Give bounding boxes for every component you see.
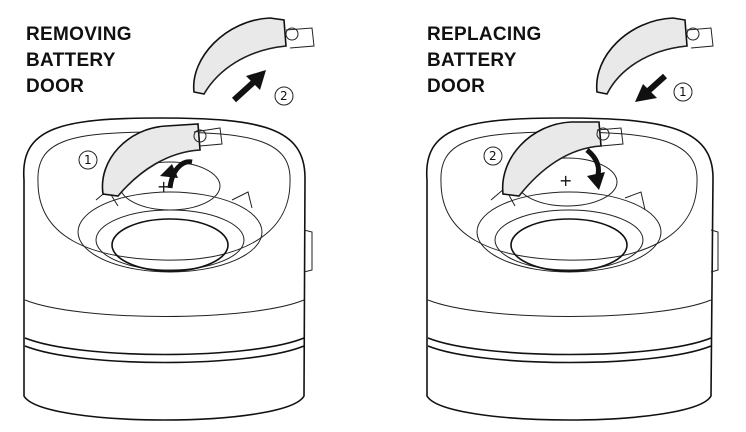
step-2-label: 2 (280, 89, 288, 103)
step-2-label: 2 (489, 149, 497, 163)
title-line-3: DOOR (427, 76, 486, 97)
step-2-marker (483, 146, 503, 166)
panel-title: REPLACING BATTERY DOOR (427, 22, 542, 100)
replacing-battery-door-panel: REPLACING BATTERY DOOR + (373, 0, 746, 432)
battery-cavity (476, 157, 662, 273)
step-1-label: 1 (84, 153, 92, 167)
title-line-2: BATTERY (427, 50, 517, 71)
panel-title: REMOVING BATTERY DOOR (26, 22, 132, 100)
device-body (426, 117, 719, 421)
step-2-marker (274, 86, 294, 106)
step-1-label: 1 (679, 85, 687, 99)
plus-polarity-mark: + (157, 177, 170, 196)
title-line-2: BATTERY (26, 50, 116, 71)
battery-door-in-device (501, 121, 624, 197)
step-1-marker (78, 150, 98, 170)
replacing-illustration: + 2 1 (426, 17, 719, 421)
device-body (23, 117, 313, 421)
removing-illustration: + 1 2 (23, 17, 315, 421)
removing-battery-door-panel: REMOVING BATTERY DOOR + (23, 17, 315, 421)
title-line-3: DOOR (26, 76, 85, 97)
plus-polarity-mark: + (559, 171, 572, 190)
title-line-1: REMOVING (26, 24, 132, 45)
step-1-marker (673, 82, 693, 102)
battery-door-in-device (101, 123, 223, 197)
title-line-1: REPLACING (427, 24, 542, 45)
detached-battery-door (193, 17, 315, 103)
detached-battery-door (596, 17, 714, 102)
